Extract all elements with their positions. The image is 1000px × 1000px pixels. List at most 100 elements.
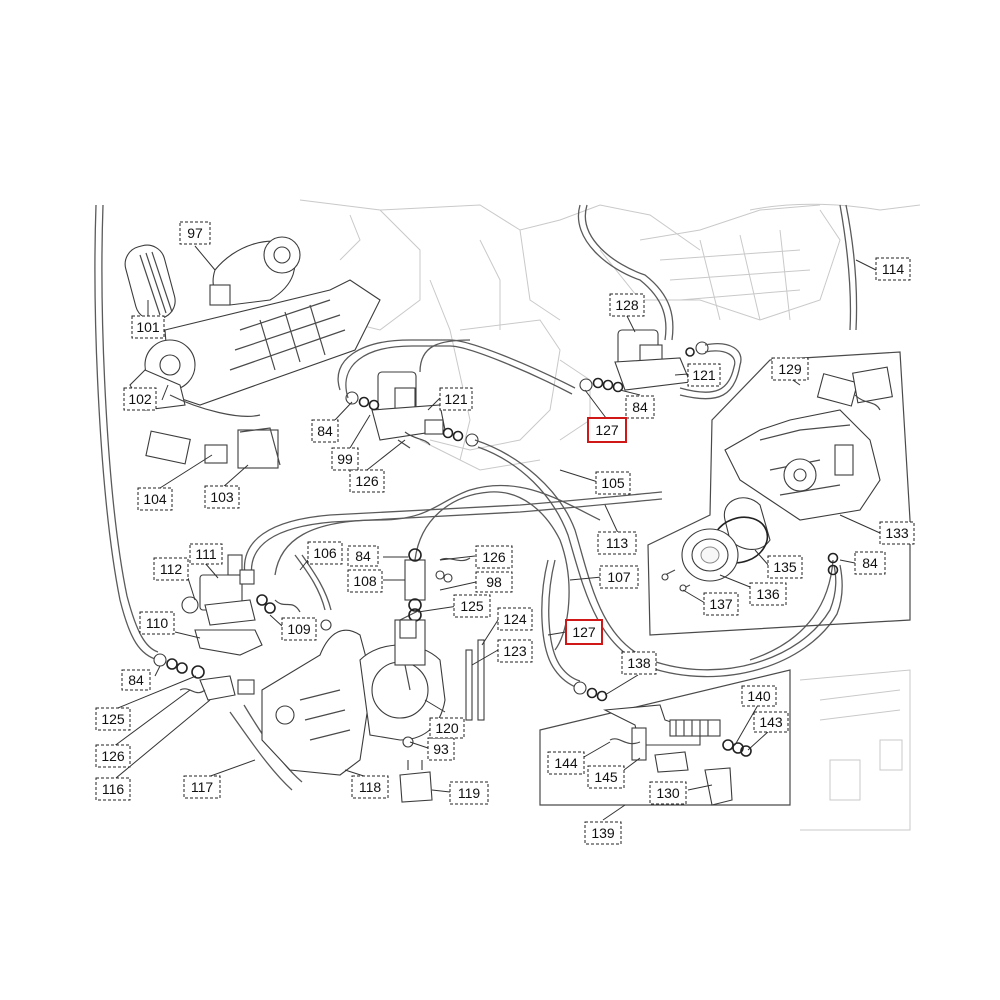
callout-84-upper-right: 84: [625, 395, 655, 419]
svg-text:137: 137: [709, 596, 733, 612]
callout-labels: 97 101 102 104 103 84 99 126 121 128 121…: [95, 221, 915, 845]
fittings-group: [399, 548, 471, 639]
svg-text:112: 112: [160, 561, 183, 577]
callout-121-right: 121: [687, 363, 721, 387]
brew-group-panel: [647, 351, 911, 636]
left-long-hose: [94, 204, 159, 661]
grinder-assembly: [124, 236, 381, 469]
svg-text:119: 119: [458, 785, 481, 801]
callout-143: 143: [753, 711, 789, 733]
callout-105: 105: [595, 471, 631, 495]
svg-text:126: 126: [101, 748, 125, 764]
callout-106: 106: [307, 541, 343, 565]
svg-text:124: 124: [503, 611, 527, 627]
callout-119: 119: [449, 781, 489, 805]
svg-text:84: 84: [317, 423, 333, 439]
callout-121-center: 121: [439, 387, 473, 411]
svg-text:104: 104: [143, 491, 167, 507]
svg-text:143: 143: [759, 714, 783, 730]
svg-text:126: 126: [355, 473, 379, 489]
leader-lines: [112, 245, 881, 821]
callout-120: 120: [429, 717, 465, 739]
svg-text:84: 84: [632, 399, 648, 415]
callout-145: 145: [587, 765, 625, 789]
left-valve-assembly: [181, 554, 332, 656]
center-solenoid-valve: [345, 371, 479, 449]
callout-140: 140: [741, 685, 777, 707]
svg-text:138: 138: [627, 655, 651, 671]
callout-130: 130: [649, 781, 687, 805]
callout-84-bottom-left: 84: [121, 669, 151, 691]
svg-text:107: 107: [607, 569, 631, 585]
svg-text:98: 98: [486, 574, 502, 590]
svg-text:123: 123: [503, 643, 527, 659]
svg-text:125: 125: [460, 598, 484, 614]
svg-text:129: 129: [778, 361, 802, 377]
callout-138: 138: [621, 651, 657, 675]
svg-text:97: 97: [187, 225, 203, 241]
svg-text:121: 121: [444, 391, 468, 407]
callout-112: 112: [153, 557, 189, 581]
svg-text:102: 102: [128, 391, 152, 407]
callout-137: 137: [703, 592, 739, 616]
svg-text:125: 125: [101, 711, 125, 727]
callout-135: 135: [767, 555, 803, 579]
callout-84-center: 84: [347, 545, 379, 567]
svg-text:120: 120: [435, 720, 459, 736]
callout-107: 107: [599, 565, 639, 589]
callout-124: 124: [497, 607, 533, 631]
svg-text:133: 133: [885, 525, 909, 541]
callout-125-bottom-left: 125: [95, 707, 131, 731]
callout-144: 144: [547, 751, 585, 775]
svg-text:127: 127: [595, 422, 619, 438]
callout-118: 118: [351, 775, 389, 799]
svg-text:140: 140: [747, 688, 771, 704]
svg-text:108: 108: [353, 573, 377, 589]
callout-126-center: 126: [475, 545, 513, 569]
svg-text:84: 84: [862, 555, 878, 571]
callout-101: 101: [131, 315, 165, 339]
callout-108: 108: [347, 569, 383, 593]
svg-text:113: 113: [606, 535, 629, 551]
svg-text:144: 144: [554, 755, 578, 771]
callout-110: 110: [139, 611, 175, 635]
hoses: [229, 204, 858, 791]
background-housing: [299, 199, 921, 831]
svg-text:127: 127: [572, 624, 596, 640]
svg-text:139: 139: [591, 825, 615, 841]
svg-text:109: 109: [287, 621, 311, 637]
svg-text:118: 118: [359, 779, 382, 795]
callout-111: 111: [189, 543, 223, 565]
callout-123: 123: [497, 639, 533, 663]
svg-text:130: 130: [656, 785, 680, 801]
svg-text:116: 116: [102, 781, 125, 797]
callout-127-highlighted-bottom: 127: [565, 619, 603, 645]
callout-139: 139: [584, 821, 622, 845]
svg-text:101: 101: [136, 319, 160, 335]
callout-129: 129: [771, 357, 809, 381]
callout-113: 113: [597, 531, 637, 555]
svg-text:135: 135: [773, 559, 797, 575]
callout-128: 128: [609, 293, 645, 317]
callout-117: 117: [183, 775, 221, 799]
svg-text:99: 99: [337, 451, 353, 467]
callout-125-center: 125: [453, 594, 491, 618]
svg-text:121: 121: [692, 367, 716, 383]
callout-126-top: 126: [349, 469, 385, 493]
upper-solenoid-valve: [579, 329, 709, 393]
highlight-leader-127-top: [584, 389, 607, 419]
callout-84-top-left: 84: [311, 419, 339, 443]
svg-text:145: 145: [594, 769, 618, 785]
callout-114: 114: [875, 257, 911, 281]
svg-text:117: 117: [191, 779, 214, 795]
callout-136: 136: [749, 582, 787, 606]
boiler-assembly: [261, 609, 485, 803]
callout-104: 104: [137, 487, 173, 511]
svg-text:111: 111: [195, 546, 216, 562]
outlet-assembly: [539, 669, 791, 806]
svg-text:93: 93: [433, 741, 449, 757]
callout-103: 103: [204, 485, 240, 509]
svg-text:136: 136: [756, 586, 780, 602]
svg-text:106: 106: [313, 545, 337, 561]
